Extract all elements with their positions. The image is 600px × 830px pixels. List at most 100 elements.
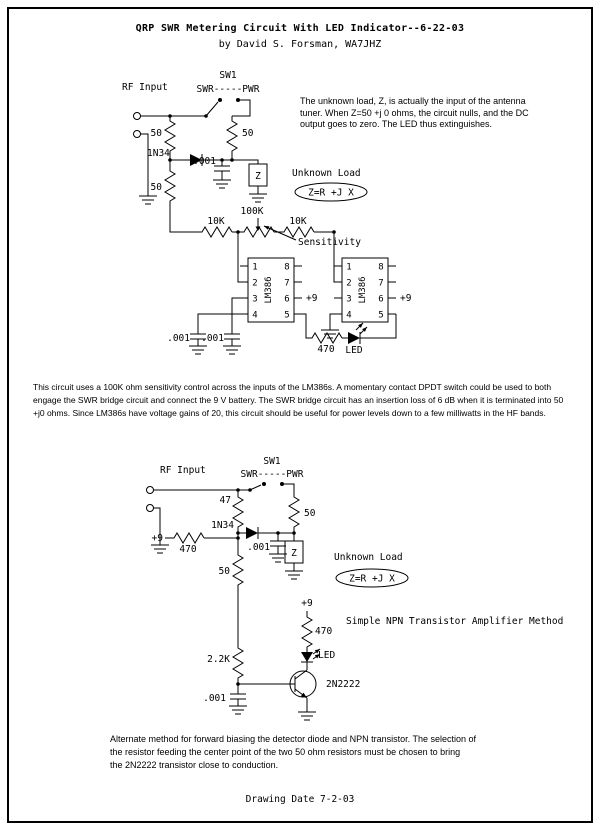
circuit-description-note: This circuit uses a 100K ohm sensitivity…: [33, 381, 563, 420]
alternate-method-note: Alternate method for forward biasing the…: [110, 733, 476, 772]
pin-number: 8: [284, 263, 289, 273]
resistor-symbol: [232, 644, 244, 682]
wire: [140, 99, 397, 346]
rf-connector-icon: [146, 486, 154, 512]
switch-positions-label: SWR-----PWR: [241, 469, 304, 480]
resistor-symbol: [232, 551, 244, 589]
circuit1: RF Input SW1 SWR-----PWR 50 50 1N34 .001…: [122, 70, 412, 356]
resistor-label: 50: [242, 128, 254, 139]
rf-connector-icon: [133, 112, 141, 138]
led-symbol: [301, 648, 321, 663]
note-line: output goes to zero. The LED thus exting…: [300, 119, 492, 129]
page-byline: by David S. Forsman, WA7JHZ: [218, 39, 382, 50]
note-line: the 2N2222 transistor close to conductio…: [110, 760, 279, 770]
led-symbol: [348, 322, 368, 344]
impedance-oval: [335, 568, 409, 588]
ic-name-label: LM386: [264, 276, 274, 303]
resistor-symbol: [226, 117, 238, 155]
wire: [153, 483, 308, 712]
diode-label: 1N34: [211, 520, 234, 531]
resistor-label: 10K: [289, 216, 306, 227]
transistor-label: 2N2222: [326, 679, 360, 690]
capacitor-symbol: [269, 540, 287, 547]
resistor-label: 470: [315, 626, 332, 637]
pin-number: 1: [252, 263, 257, 273]
pin-number: 3: [346, 295, 351, 305]
resistor-label: 2.2K: [207, 654, 230, 665]
note-line: Alternate method for forward biasing the…: [110, 734, 477, 744]
resistor-label: 470: [179, 544, 196, 555]
switch-name-label: SW1: [263, 456, 280, 467]
ground-symbol: [138, 195, 158, 205]
circuit2: RF Input SW1 SWR-----PWR 47 50 1N34 +9 4…: [146, 456, 563, 721]
note-line: +j0 ohms. Since LM386s have voltage gain…: [33, 408, 546, 418]
note-line: This circuit uses a 100K ohm sensitivity…: [33, 382, 552, 392]
diode-symbol: [246, 527, 259, 539]
note-line: tuner. When Z=50 +j 0 ohms, the circuit …: [300, 107, 529, 118]
ground-symbol: [248, 193, 268, 203]
resistor-label: 50: [151, 182, 163, 193]
resistor-label: 10K: [207, 216, 224, 227]
pin-number: 6: [284, 295, 289, 305]
method-label: Simple NPN Transistor Amplifier Method: [346, 616, 563, 627]
note-line: engage the SWR bridge circuit and connec…: [33, 395, 564, 405]
pin-number: 7: [378, 279, 383, 289]
led-label: LED: [318, 650, 335, 661]
ic-chip: [247, 257, 295, 323]
sensitivity-label: Sensitivity: [298, 237, 361, 248]
diode-symbol: [190, 154, 203, 166]
capacitor-label: .001: [201, 333, 224, 344]
ic-chip: [341, 257, 389, 323]
resistor-symbol: [164, 167, 176, 205]
switch-positions-label: SWR-----PWR: [197, 84, 260, 95]
impedance-oval: [294, 182, 368, 202]
led-label: LED: [345, 345, 362, 356]
page-title: QRP SWR Metering Circuit With LED Indica…: [135, 23, 465, 34]
ic-name-label: LM386: [358, 276, 368, 303]
pin-number: 6: [378, 295, 383, 305]
unknown-load-label: Unknown Load: [334, 552, 403, 563]
pin-number: 7: [284, 279, 289, 289]
diode-label: 1N34: [147, 148, 170, 159]
capacitor-symbol: [229, 693, 247, 700]
resistor-symbol: [288, 493, 300, 531]
pin-number: 5: [378, 311, 383, 321]
ground-symbol: [222, 345, 242, 355]
resistor-symbol: [232, 493, 244, 531]
pointer-arrow: [264, 226, 270, 230]
ground-symbol: [268, 553, 288, 563]
supply-label: +9: [306, 293, 318, 304]
pin-number: 2: [346, 279, 351, 289]
junction-dots: [168, 98, 336, 234]
pin-number: 8: [378, 263, 383, 273]
pot-label: 100K: [241, 206, 264, 217]
note-line: the resistor feeding the center point of…: [110, 747, 461, 757]
capacitor-symbol: [223, 333, 241, 340]
pin-number: 5: [284, 311, 289, 321]
pin-number: 4: [346, 311, 351, 321]
impedance-formula: Z=R +J X: [349, 574, 395, 585]
unknown-load-box: [284, 540, 304, 564]
ground-symbol: [150, 544, 170, 554]
rf-input-label: RF Input: [122, 82, 168, 93]
capacitor-symbol: [213, 165, 231, 172]
page-border: [7, 7, 593, 823]
ground-symbol: [297, 711, 317, 721]
ground-symbol: [228, 705, 248, 715]
supply-label: +9: [301, 598, 313, 609]
resistor-label: 47: [220, 495, 231, 506]
impedance-formula: Z=R +J X: [308, 188, 354, 199]
pin-number: 1: [346, 263, 351, 273]
ground-symbol: [188, 345, 208, 355]
z-box-label: Z: [255, 171, 261, 182]
unknown-load-label: Unknown Load: [292, 168, 361, 179]
supply-label: +9: [152, 533, 164, 544]
pin-number: 3: [252, 295, 257, 305]
resistor-label: 50: [304, 508, 316, 519]
pin-number: 4: [252, 311, 257, 321]
junction-dots: [236, 482, 296, 686]
z-box-label: Z: [291, 548, 297, 559]
resistor-symbol: [301, 613, 313, 651]
